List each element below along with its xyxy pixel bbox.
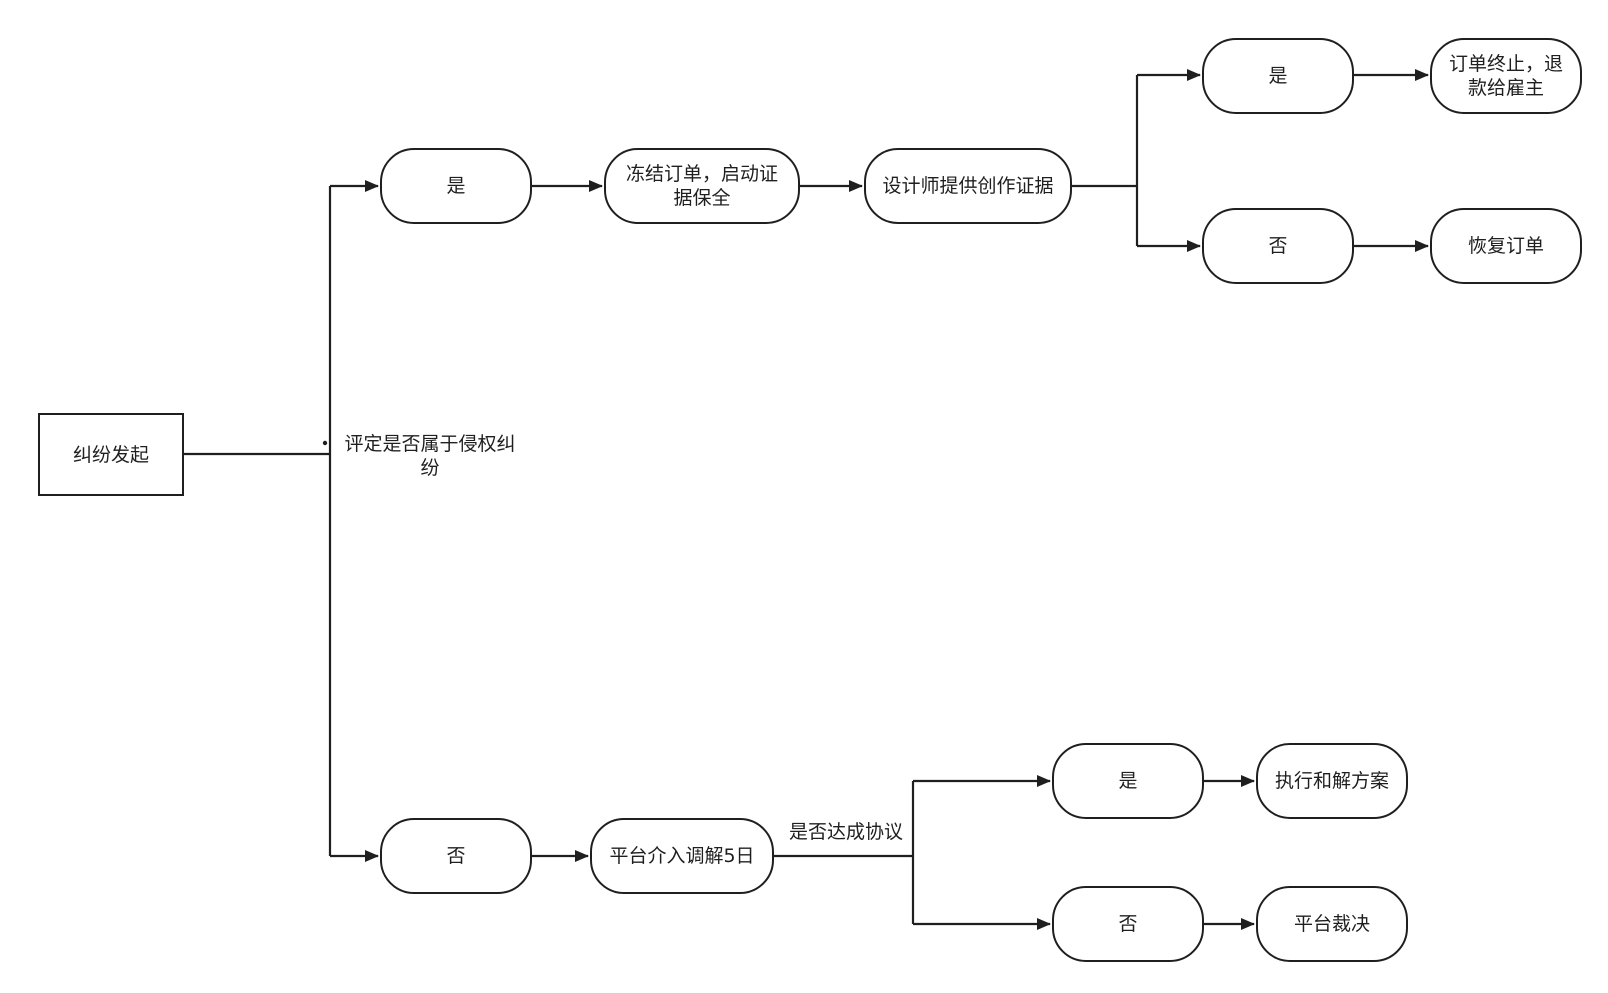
agreement-question-label: 是否达成协议 [788, 821, 903, 843]
start-node[interactable]: 纠纷发起 [38, 413, 184, 496]
execute-settlement-node[interactable]: 执行和解方案 [1256, 743, 1408, 819]
trunk-dot [322, 440, 328, 446]
resume-order-node[interactable]: 恢复订单 [1430, 208, 1582, 284]
yes-node[interactable]: 是 [380, 148, 532, 224]
terminate-refund-node[interactable]: 订单终止，退款给雇主 [1430, 38, 1582, 114]
mediation-node[interactable]: 平台介入调解5日 [590, 818, 774, 894]
no-node[interactable]: 否 [380, 818, 532, 894]
freeze-order-node[interactable]: 冻结订单，启动证据保全 [604, 148, 800, 224]
top-no-node[interactable]: 否 [1202, 208, 1354, 284]
top-yes-node[interactable]: 是 [1202, 38, 1354, 114]
decision-label: 评定是否属于侵权纠纷 [339, 432, 521, 480]
start-node-label: 纠纷发起 [72, 443, 149, 466]
bottom-yes-node[interactable]: 是 [1052, 743, 1204, 819]
platform-ruling-node[interactable]: 平台裁决 [1256, 886, 1408, 962]
provide-evidence-node[interactable]: 设计师提供创作证据 [864, 148, 1072, 224]
bottom-no-node[interactable]: 否 [1052, 886, 1204, 962]
